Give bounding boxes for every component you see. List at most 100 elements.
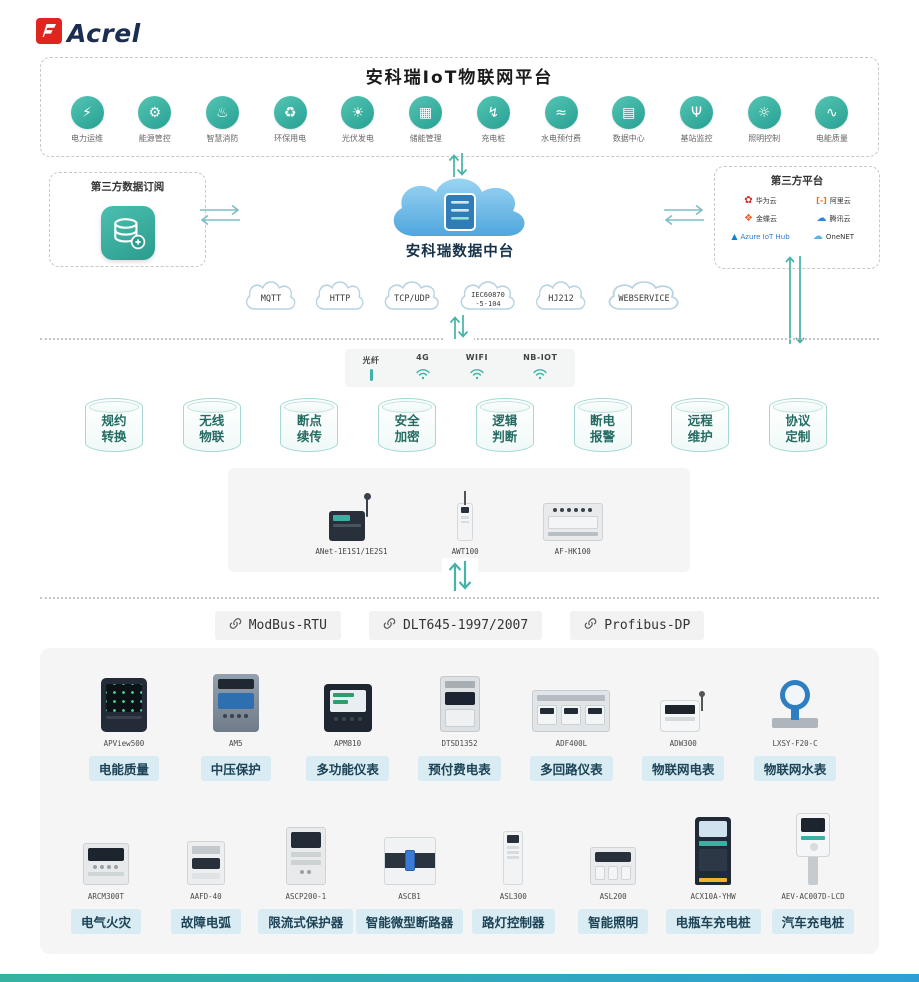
app-item-fire-safety: ♨ 智慧消防 — [194, 96, 250, 144]
protocol-label: HTTP — [329, 294, 351, 305]
capability-label: 安全 — [394, 413, 420, 429]
device-asl300: ASL300 路灯控制器 — [463, 811, 563, 934]
conn-nb-iot: NB-IOT — [523, 353, 557, 384]
capability-cylinder: 断电 报警 — [573, 398, 632, 452]
app-item-power-ops: ⚡ 电力运维 — [59, 96, 115, 144]
vendor-name: 阿里云 — [829, 197, 851, 205]
conn-label: 光纤 — [362, 356, 380, 365]
device-model: ADW300 — [669, 739, 697, 748]
gateway-anet: ANet-1E1S1/1E2S1 — [315, 493, 388, 556]
device-category-chip: 智能照明 — [578, 909, 649, 934]
updown-arrow-icon — [442, 558, 478, 594]
leftright-arrow-icon — [660, 203, 708, 227]
device-model: ASCB1 — [398, 892, 421, 901]
capability-cylinder: 远程 维护 — [671, 398, 730, 452]
field-protocol-row: ModBus-RTU DLT645-1997/2007 Profibus-DP — [40, 611, 879, 640]
chip-profibus-dp: Profibus-DP — [570, 611, 705, 640]
protocol-label: TCP/UDP — [394, 294, 430, 305]
gateway-model: ANet-1E1S1/1E2S1 — [315, 547, 388, 556]
app-item-power-quality: ∿ 电能质量 — [804, 96, 860, 144]
acrel-logo-icon — [36, 18, 62, 48]
gateway-model: AWT100 — [451, 547, 479, 556]
third-party-subscription-box: 第三方数据订阅 — [49, 172, 206, 267]
app-item-eco-power: ♻ 环保用电 — [262, 96, 318, 144]
device-model: ADF400L — [555, 739, 588, 748]
power-ops-icon: ⚡ — [70, 96, 104, 129]
device-apm810: APM810 多功能仪表 — [292, 672, 404, 781]
third-party-platform-box: 第三方平台 ✿ 华为云 [-] 阿里云 ❖ 金蝶云 ☁ 腾讯云 ▲ Azure … — [714, 166, 880, 269]
tencent-cloud-icon: ☁ — [816, 213, 827, 224]
azure-icon: ▲ — [731, 232, 738, 241]
device-dtsd1352: DTSD1352 预付费电表 — [404, 672, 516, 781]
chip-dlt645: DLT645-1997/2007 — [368, 611, 543, 640]
device-category-chip: 故障电弧 — [170, 909, 241, 934]
capability-label: 远程 — [687, 413, 713, 429]
app-item-solar-pv: ☀ 光伏发电 — [330, 96, 386, 144]
platform-title: 安科瑞IoT物联网平台 — [365, 68, 554, 88]
app-glyph: ▤ — [622, 104, 636, 121]
device-model: LXSY-F20-C — [772, 739, 818, 748]
device-apview500: APView500 电能质量 — [68, 672, 180, 781]
device-category-chip: 限流式保护器 — [258, 909, 354, 934]
chip-modbus-rtu: ModBus-RTU — [214, 611, 341, 640]
app-label: 照明控制 — [748, 134, 781, 143]
device-category-chip: 电能质量 — [88, 756, 159, 781]
vendor-onenet: ☁ OneNET — [798, 232, 869, 242]
cloud-server-icon — [393, 178, 525, 236]
capability-label: 报警 — [590, 428, 616, 444]
app-label: 基站监控 — [680, 134, 713, 143]
device-image-ascb1 — [383, 837, 436, 885]
device-image-acx10a-yhw — [695, 817, 732, 885]
protocol-label: -5-104 — [475, 299, 501, 308]
device-model: ASCP200-1 — [285, 892, 327, 901]
device-category-chip: 中压保护 — [200, 756, 271, 781]
field-protocol-label: Profibus-DP — [604, 618, 691, 633]
capability-row: 规约 转换 无线 物联 断点 续传 安全 加密 逻辑 判断 断电 报警 远程 维… — [85, 398, 827, 452]
4g-signal-icon — [415, 365, 431, 384]
protocol-label: MQTT — [260, 294, 282, 305]
device-row-1: APView500 电能质量 AM5 中压保护 — [40, 648, 879, 781]
cloud-tcp-udp: TCP/UDP — [378, 276, 446, 316]
cloud-hj212: HJ212 — [530, 276, 592, 316]
device-category-chip: 多功能仪表 — [306, 756, 389, 781]
cloud-mqtt: MQTT — [240, 276, 302, 316]
device-model: ARCM300T — [87, 892, 125, 901]
device-model: APView500 — [103, 739, 145, 748]
device-category-chip: 智能微型断路器 — [355, 909, 464, 934]
capability-label: 维护 — [687, 428, 713, 444]
conn-label: NB-IOT — [523, 352, 558, 362]
protocol-label: WEBSERVICE — [618, 294, 670, 305]
cloud-http: HTTP — [310, 276, 370, 316]
app-item-charging-pile: ↯ 充电桩 — [465, 96, 521, 144]
vendor-grid: ✿ 华为云 [-] 阿里云 ❖ 金蝶云 ☁ 腾讯云 ▲ Azure IoT Hu… — [715, 188, 879, 242]
app-glyph: ▦ — [418, 104, 433, 121]
device-image-asl300 — [503, 831, 524, 885]
device-category-chip: 电气火灾 — [70, 909, 141, 934]
vendor-name: 金蝶云 — [755, 215, 777, 223]
app-glyph: ∿ — [826, 104, 838, 121]
app-glyph: ⚙ — [148, 104, 161, 121]
capability-label: 加密 — [394, 428, 420, 444]
capability-label: 协议 — [785, 413, 811, 429]
updown-arrow-icon — [783, 252, 807, 348]
vendor-kingdee-cloud: ❖ 金蝶云 — [725, 214, 796, 224]
link-icon — [584, 617, 597, 634]
app-glyph: ☀ — [351, 104, 365, 121]
device-image-arcm300t — [82, 843, 129, 885]
vendor-azure-iot-hub: ▲ Azure IoT Hub — [725, 232, 796, 242]
nb-iot-icon — [532, 365, 548, 384]
app-item-base-station: Ψ 基站监控 — [668, 96, 724, 144]
app-item-energy-storage: ▦ 储能管理 — [398, 96, 454, 144]
capability-cylinder: 无线 物联 — [182, 398, 241, 452]
section-divider — [40, 597, 879, 599]
app-item-prepaid-utility: ≈ 水电预付费 — [533, 96, 589, 144]
app-glyph: ⚡ — [82, 104, 92, 121]
app-glyph: ☼ — [757, 104, 771, 121]
device-image-am5 — [212, 674, 259, 732]
cloud-webservice: WEBSERVICE — [600, 276, 688, 316]
energy-mgmt-icon: ⚙ — [138, 96, 172, 129]
footer-accent-bar — [0, 974, 919, 982]
device-row-2: ARCM300T 电气火灾 AAFD-40 故障电弧 — [40, 781, 879, 934]
updown-arrow-icon — [444, 312, 474, 342]
device-model: ASL200 — [599, 892, 627, 901]
